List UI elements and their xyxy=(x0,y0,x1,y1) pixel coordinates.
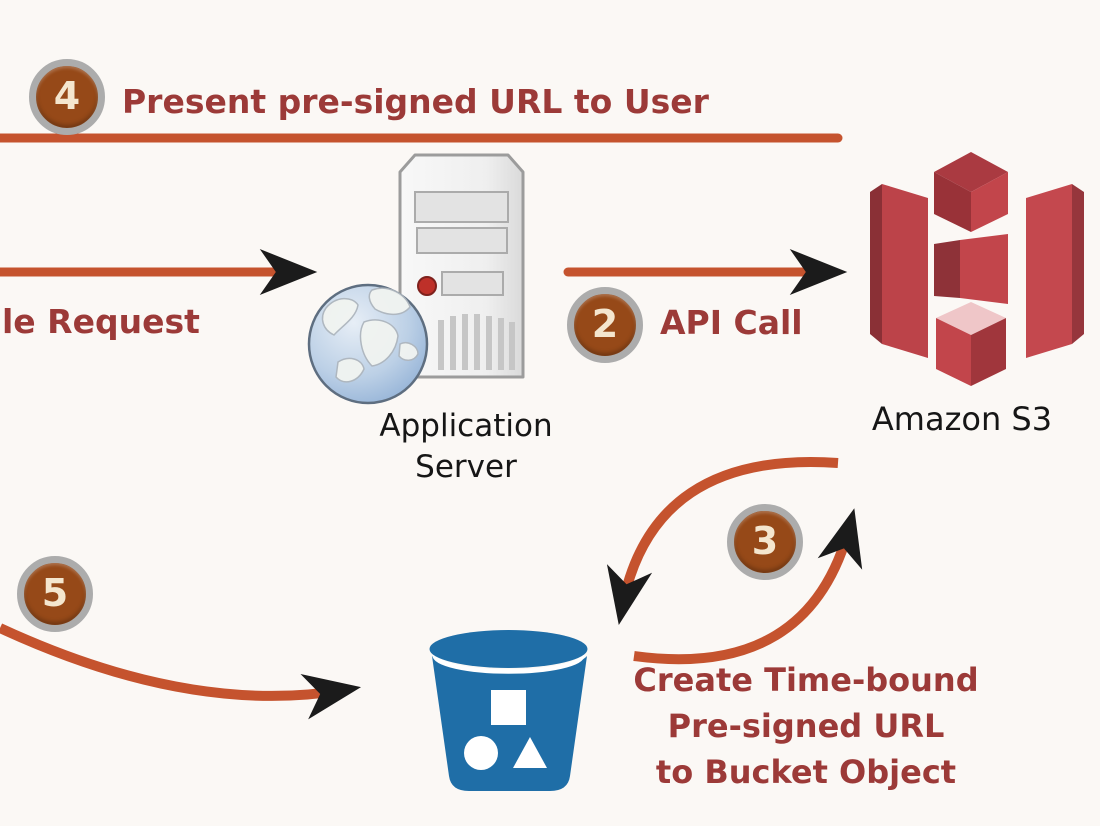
server-led xyxy=(417,276,437,296)
globe-icon xyxy=(307,283,429,405)
step-number: 3 xyxy=(751,519,779,563)
step-badge-5: 5 xyxy=(17,556,93,632)
present-url-label: Present pre-signed URL to User xyxy=(122,82,709,121)
step5-to-bucket-arrow xyxy=(0,623,362,720)
create-presigned-url-label: Create Time-bound Pre-signed URL to Buck… xyxy=(628,657,984,795)
app-server-line2: Server xyxy=(415,449,517,485)
api-call-label: API Call xyxy=(660,303,803,342)
s3-to-bucket-arrow xyxy=(606,457,839,625)
step-number: 5 xyxy=(41,571,69,615)
step-badge-2: 2 xyxy=(567,287,643,363)
file-request-label: le Request xyxy=(2,302,200,341)
bucket-to-s3-arrow xyxy=(633,508,863,665)
app-server-line1: Application xyxy=(379,408,553,444)
server-tower-icon xyxy=(307,153,525,405)
s3-bucket-icon xyxy=(429,630,588,791)
step-number: 2 xyxy=(591,302,619,346)
create-url-line2: Pre-signed URL xyxy=(667,707,945,745)
step-number: 4 xyxy=(53,74,81,118)
s3-cubes-icon xyxy=(870,152,1084,386)
step-badge-3: 3 xyxy=(727,504,803,580)
step-badge-4: 4 xyxy=(29,59,105,135)
create-url-line1: Create Time-bound xyxy=(633,661,979,699)
amazon-s3-label: Amazon S3 xyxy=(871,400,1053,438)
application-server-label: Application Server xyxy=(346,406,586,488)
create-url-line3: to Bucket Object xyxy=(655,753,957,791)
